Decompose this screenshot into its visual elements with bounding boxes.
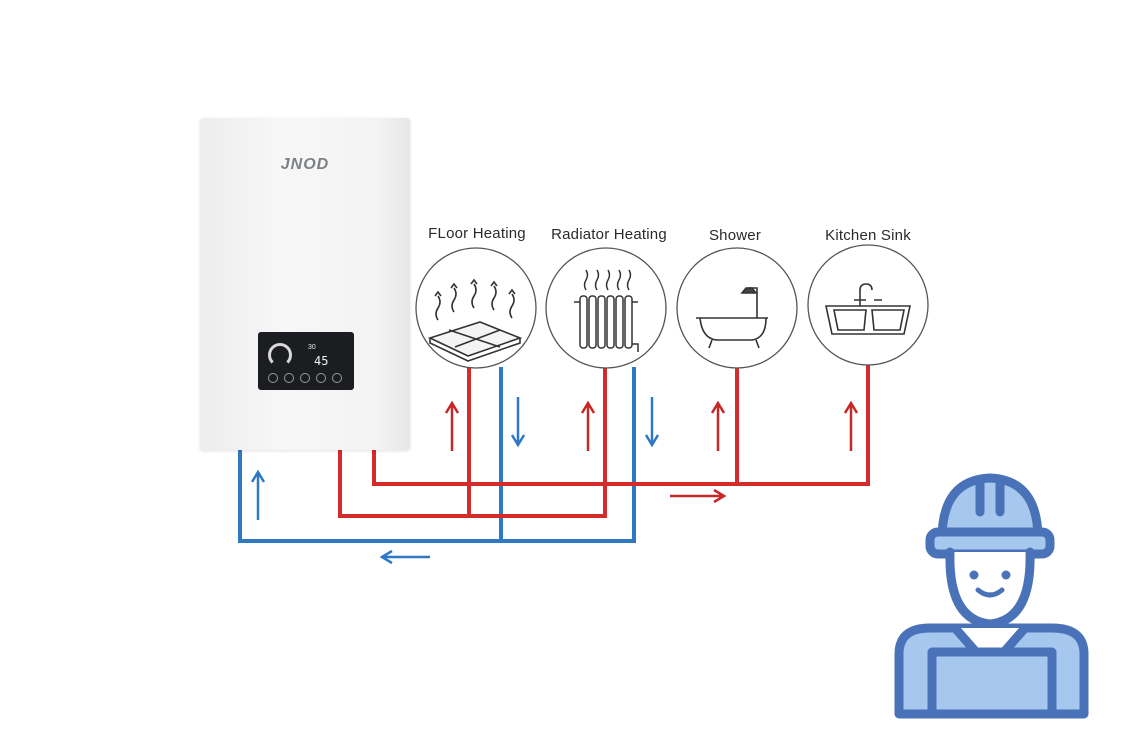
- bathtub-shower-icon: [696, 287, 768, 349]
- kitchen-sink-label: Kitchen Sink: [825, 227, 911, 244]
- arrow-up-return: [250, 469, 266, 520]
- panel-button-3[interactable]: [300, 373, 310, 383]
- arrow-down-floor-return: [510, 397, 526, 448]
- return-pipes: [238, 367, 636, 543]
- kitchen-sink-icon: [825, 283, 911, 335]
- panel-button-1[interactable]: [268, 373, 278, 383]
- power-button[interactable]: [332, 373, 342, 383]
- supply-pipes: [338, 365, 870, 518]
- shower-label: Shower: [708, 227, 762, 244]
- floor-heating-icon: [427, 278, 523, 362]
- electric-boiler: JNOD 30 45: [200, 118, 410, 450]
- floor-heating-label: FLoor Heating: [428, 225, 526, 242]
- display-sub-reading: 30: [308, 344, 316, 351]
- radiator-icon: [574, 269, 639, 352]
- kitchen-sink-circle: [807, 244, 929, 366]
- shower-circle: [676, 247, 798, 369]
- control-panel: 30 45: [258, 332, 354, 390]
- arrow-right-supply: [670, 488, 727, 504]
- arrow-up-radiator: [580, 400, 596, 451]
- gauge-icon: [268, 343, 292, 367]
- arrow-down-radiator-return: [644, 397, 660, 448]
- worker-face: [969, 570, 1011, 598]
- display-main-reading: 45: [314, 354, 329, 368]
- flow-arrows: [250, 397, 859, 565]
- arrow-up-shower: [710, 400, 726, 451]
- brand-logo: JNOD: [280, 156, 330, 173]
- arrow-up-sink: [843, 400, 859, 451]
- panel-button-2[interactable]: [284, 373, 294, 383]
- plumber-worker-icon: [894, 473, 1089, 719]
- arrow-left-return: [379, 549, 430, 565]
- radiator-heating-circle: [545, 247, 667, 369]
- radiator-heating-label: Radiator Heating: [551, 226, 667, 243]
- panel-button-4[interactable]: [316, 373, 326, 383]
- arrow-up-floor: [444, 400, 460, 451]
